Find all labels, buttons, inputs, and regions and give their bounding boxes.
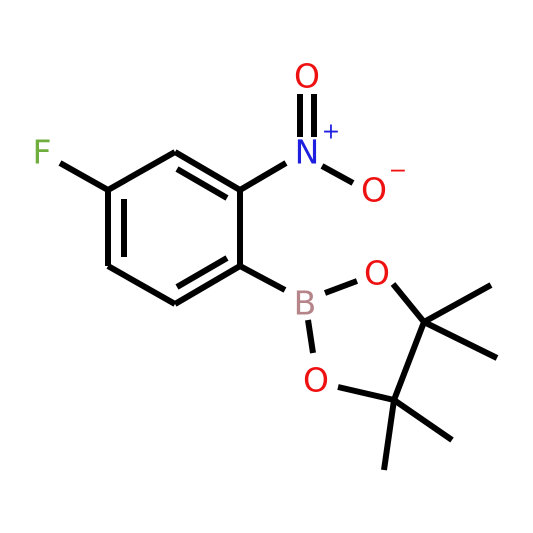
charge-oxygen-minus: − [389,159,407,184]
atom-oxygen-single: O [361,171,387,210]
atom-nitrogen: N [295,133,320,172]
substituent-bonds [58,94,499,471]
bond-c1-c2 [173,149,242,193]
atom-ring-oxygen-2: O [303,361,329,400]
charge-nitrogen-plus: + [322,120,340,145]
atom-boron: B [294,284,317,323]
bond-n-o-single [320,163,355,186]
bond-c6-f [58,160,110,193]
bond-b-o1 [323,278,359,296]
bond-c2-n [238,160,288,193]
bond-c8-methyl-a [392,397,454,443]
bond-c3-c4 [173,263,242,307]
benzene-ring [105,149,243,307]
double-bond-inner-c3-c4 [175,255,229,290]
bond-o1-c7 [390,282,427,324]
bond-c7-methyl-a [422,282,493,325]
bond-c8-methyl-b [381,399,397,471]
double-bond-inner-c1-c2 [175,166,229,201]
bond-c4-c5 [106,263,177,307]
bond-b-o2 [305,319,316,354]
bond-o2-c8 [337,384,395,403]
atom-ring-oxygen-1: O [364,254,390,293]
atom-oxygen-double: O [294,57,320,96]
bond-c7-c8 [391,320,427,402]
bond-c6-c1 [106,149,177,193]
bond-c3-b [238,263,287,293]
atom-fluorine: F [33,133,52,172]
bond-c7-methyl-b [422,319,499,361]
